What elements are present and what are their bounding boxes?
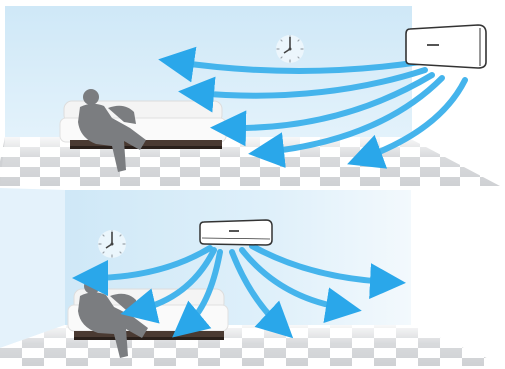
top-scene-illustration [0, 0, 505, 188]
ac-logo [229, 230, 239, 232]
bottom-scene-illustration [0, 188, 505, 369]
clock-icon [276, 35, 304, 63]
side-wall [0, 188, 65, 348]
ac-logo [427, 44, 439, 46]
top-scene [0, 0, 505, 188]
air-conditioner-icon [406, 25, 486, 68]
clock-icon [98, 230, 126, 258]
bottom-scene [0, 188, 505, 369]
air-conditioner-icon [200, 220, 272, 245]
